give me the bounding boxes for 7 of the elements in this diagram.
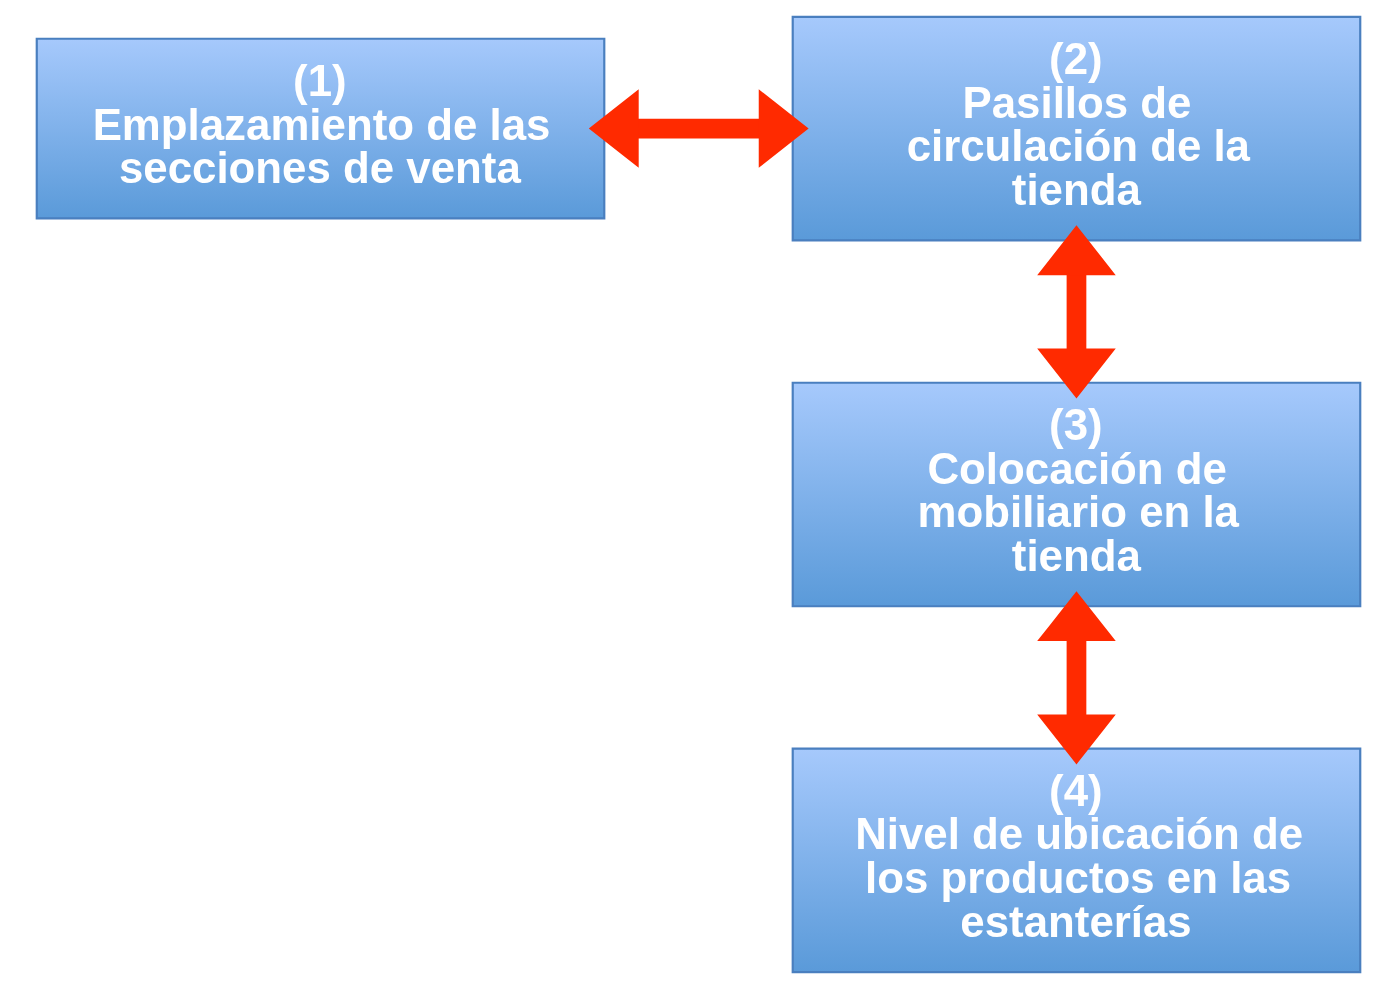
arrow <box>1036 591 1116 765</box>
node-box: (1) Emplazamiento de las secciones de venta <box>35 37 605 220</box>
node-box: (3) Colocación de mobiliario en la tienda <box>791 381 1361 608</box>
arrow <box>1036 225 1116 399</box>
arrow <box>588 89 809 168</box>
node-box: (2) Pasillos de circulación de la tienda <box>791 15 1361 242</box>
node-box: (4) Nivel de ubicación de los productos en las estanterías <box>791 747 1361 974</box>
